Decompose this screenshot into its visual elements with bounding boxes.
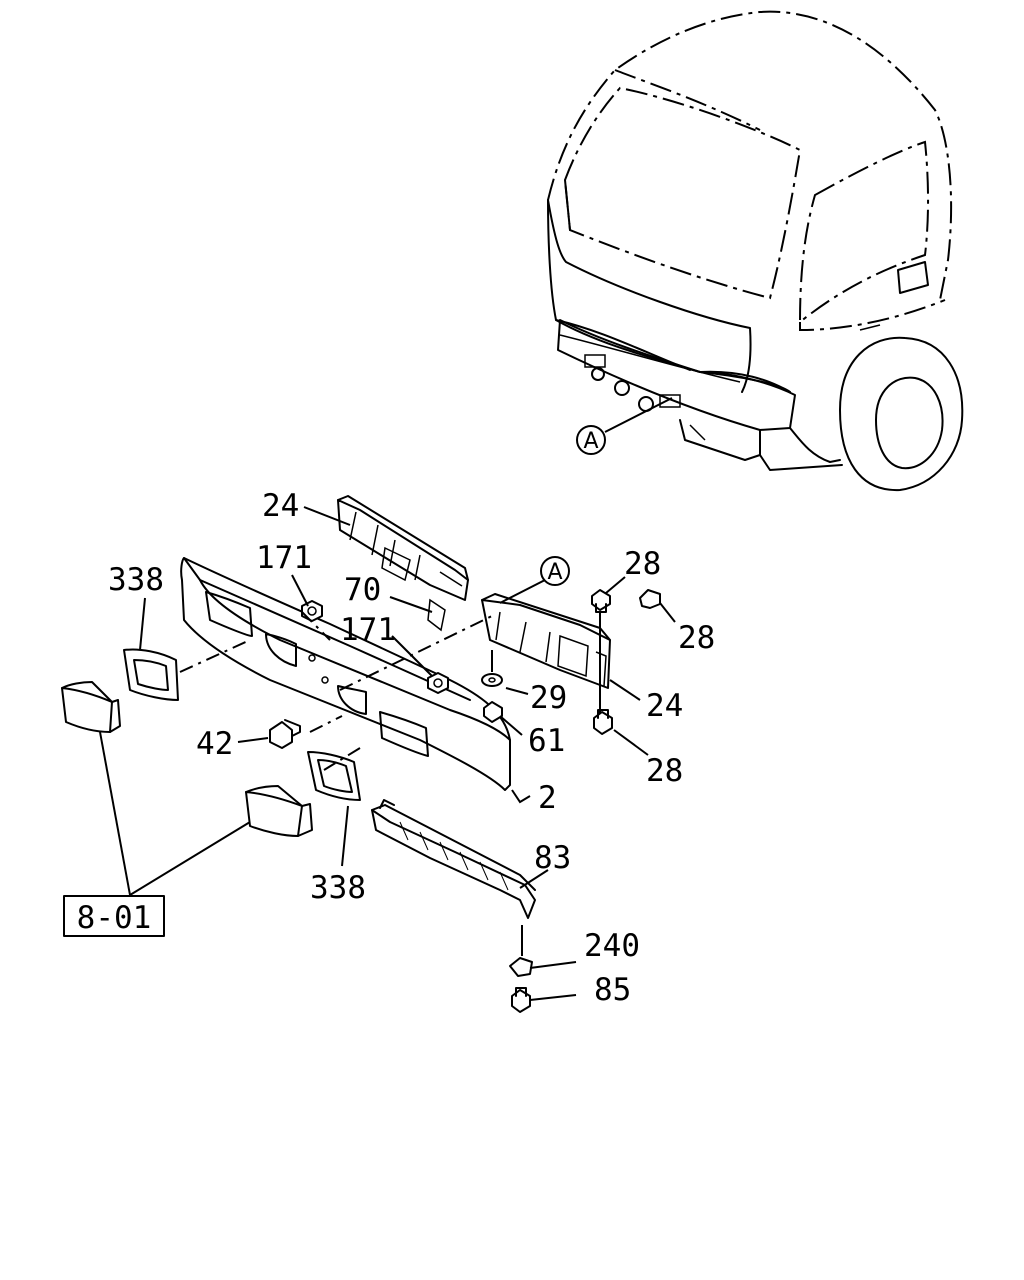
callout-338-bottom: 338: [310, 870, 366, 906]
callout-2: 2: [538, 780, 557, 816]
marker-a-bumper: A: [547, 560, 562, 585]
truck-cab-illustration: [547, 10, 964, 492]
reference-code: 8-01: [77, 900, 152, 936]
callout-171-left: 171: [256, 540, 312, 576]
callout-28-right: 28: [678, 620, 715, 656]
marker-a-truck: A: [583, 429, 598, 454]
callout-338-top: 338: [108, 562, 164, 598]
callout-28-bottom: 28: [646, 753, 683, 789]
callout-29: 29: [530, 680, 567, 716]
callout-61: 61: [528, 723, 565, 759]
leader-lines: [99, 506, 676, 1001]
bumper-assembly: [61, 495, 661, 1013]
callout-labels: A A 24 171 338 70 171 28 28 29 24 61 42 …: [108, 429, 715, 1008]
reference-box: 8-01: [63, 895, 165, 937]
callout-171-right: 171: [340, 612, 396, 648]
callout-70: 70: [344, 572, 381, 608]
callout-28-top: 28: [624, 546, 661, 582]
callout-42: 42: [196, 726, 233, 762]
center-lines: [179, 611, 601, 771]
callout-24-right: 24: [646, 688, 683, 724]
callout-83: 83: [534, 840, 571, 876]
callout-24-top: 24: [262, 488, 299, 524]
callout-85: 85: [594, 972, 631, 1008]
callout-240: 240: [584, 928, 640, 964]
